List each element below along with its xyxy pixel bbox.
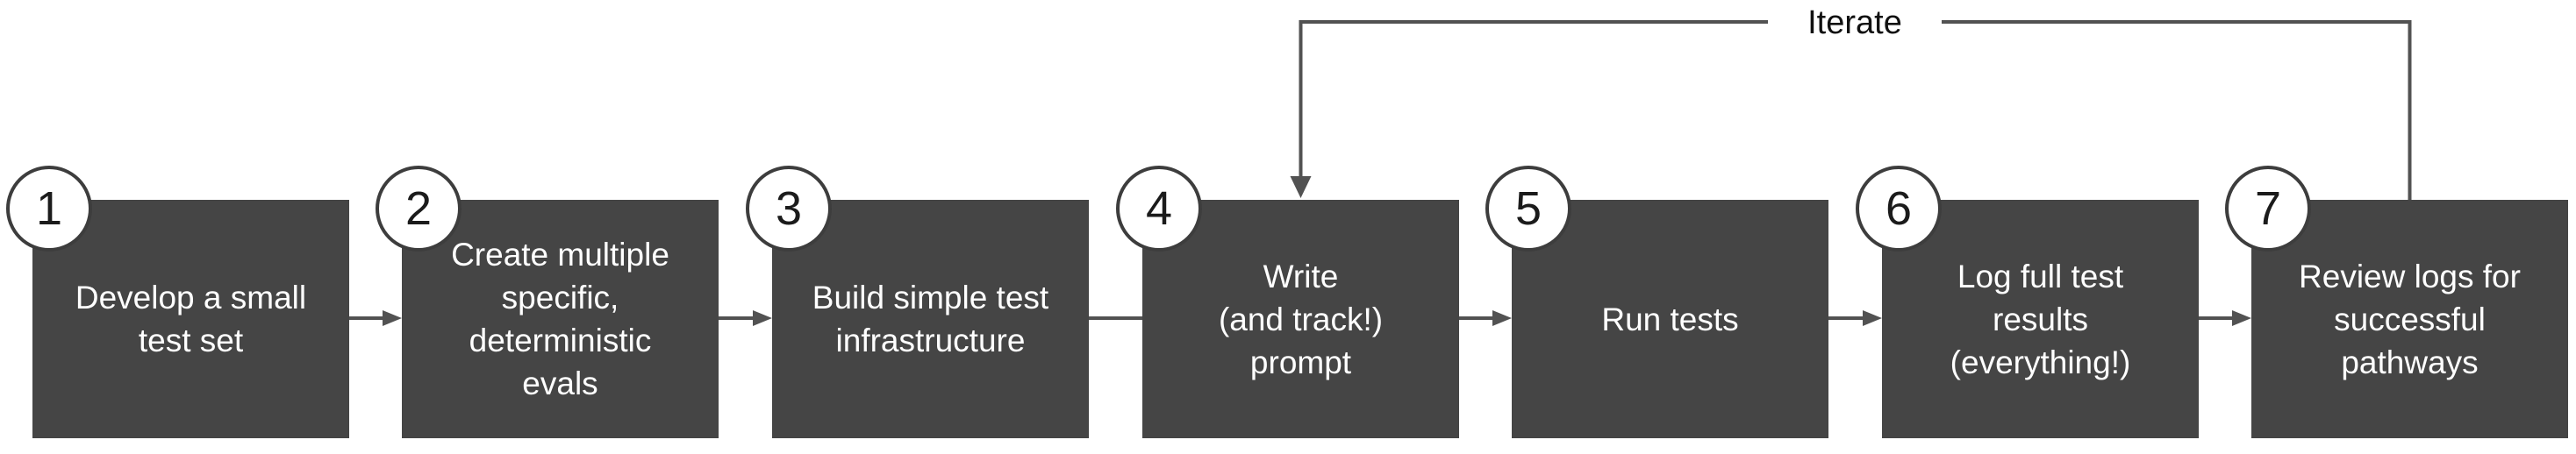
step-5-number-badge: 5: [1485, 166, 1571, 252]
arrow-down-icon: [1290, 176, 1312, 198]
step-2-number-badge: 2: [376, 166, 462, 252]
arrow-right-icon: [2232, 310, 2251, 326]
step-7-box: 7 Review logs for successful pathways: [2225, 166, 2568, 438]
arrow-right-icon: [1492, 310, 1512, 326]
step-4-label: Write (and track!) prompt: [1218, 258, 1384, 380]
step-5-label: Run tests: [1601, 301, 1739, 337]
iterate-label: Iterate: [1768, 4, 1942, 42]
arrow-right-icon: [1863, 310, 1882, 326]
step-7-number-badge: 7: [2225, 166, 2311, 252]
step-4-box: 4 Write (and track!) prompt: [1116, 166, 1459, 438]
step-3-box: 3 Build simple test infrastructure: [746, 166, 1089, 438]
step-2-label: Create multiple specific, deterministic …: [451, 237, 669, 401]
arrow-step4-step5: [1459, 310, 1512, 326]
arrow-step5-step6: [1828, 310, 1882, 326]
step-3-number-badge: 3: [746, 166, 832, 252]
arrow-right-icon: [753, 310, 772, 326]
step-2-box: 2 Create multiple specific, deterministi…: [376, 166, 719, 438]
step-4-number-badge: 4: [1116, 166, 1202, 252]
step-5-box: 5 Run tests: [1485, 166, 1828, 438]
step-3-label: Build simple test infrastructure: [812, 280, 1049, 358]
arrow-step6-step7: [2199, 310, 2251, 326]
step-1-label: Develop a small test set: [75, 280, 307, 358]
step-6-box: 6 Log full test results (everything!): [1856, 166, 2199, 438]
step-6-number-badge: 6: [1856, 166, 1942, 252]
arrow-step1-step2: [349, 310, 402, 326]
step-1-box: 1 Develop a small test set: [6, 166, 349, 438]
arrow-right-icon: [383, 310, 402, 326]
step-1-number-badge: 1: [6, 166, 92, 252]
iterate-loop: [1290, 20, 2412, 200]
step-6-label: Log full test results (everything!): [1950, 258, 2131, 380]
step-7-label: Review logs for successful pathways: [2299, 258, 2521, 380]
arrow-step2-step3: [719, 310, 772, 326]
